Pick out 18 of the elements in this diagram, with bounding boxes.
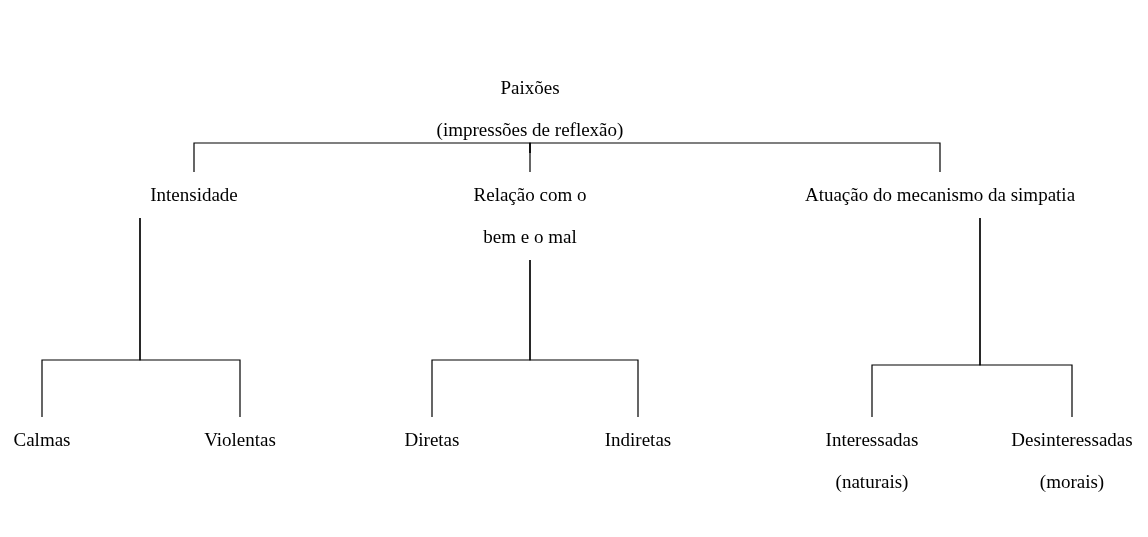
connector-line xyxy=(193,142,531,173)
node-label: Atuação do mecanismo da simpatia xyxy=(803,183,1077,207)
node-label: Intensidade xyxy=(149,183,239,207)
connector-line xyxy=(529,259,639,418)
node-label: Diretas xyxy=(403,428,461,452)
node-label: Violentas xyxy=(203,428,277,452)
node-subtitle: (impressões de reflexão) xyxy=(435,118,625,142)
connector-line xyxy=(139,217,241,418)
node-label: Desinteressadas xyxy=(1010,428,1134,452)
node-label: Calmas xyxy=(12,428,72,452)
node-label: Indiretas xyxy=(603,428,673,452)
node-subtitle: (naturais) xyxy=(834,470,910,494)
node-label: Relação com o bem e o mal xyxy=(472,183,588,249)
connector-line xyxy=(979,217,1073,418)
node-label: Interessadas xyxy=(824,428,920,452)
connector-line xyxy=(529,142,941,173)
node-label: Paixões xyxy=(499,76,561,100)
node-subtitle: (morais) xyxy=(1038,470,1106,494)
